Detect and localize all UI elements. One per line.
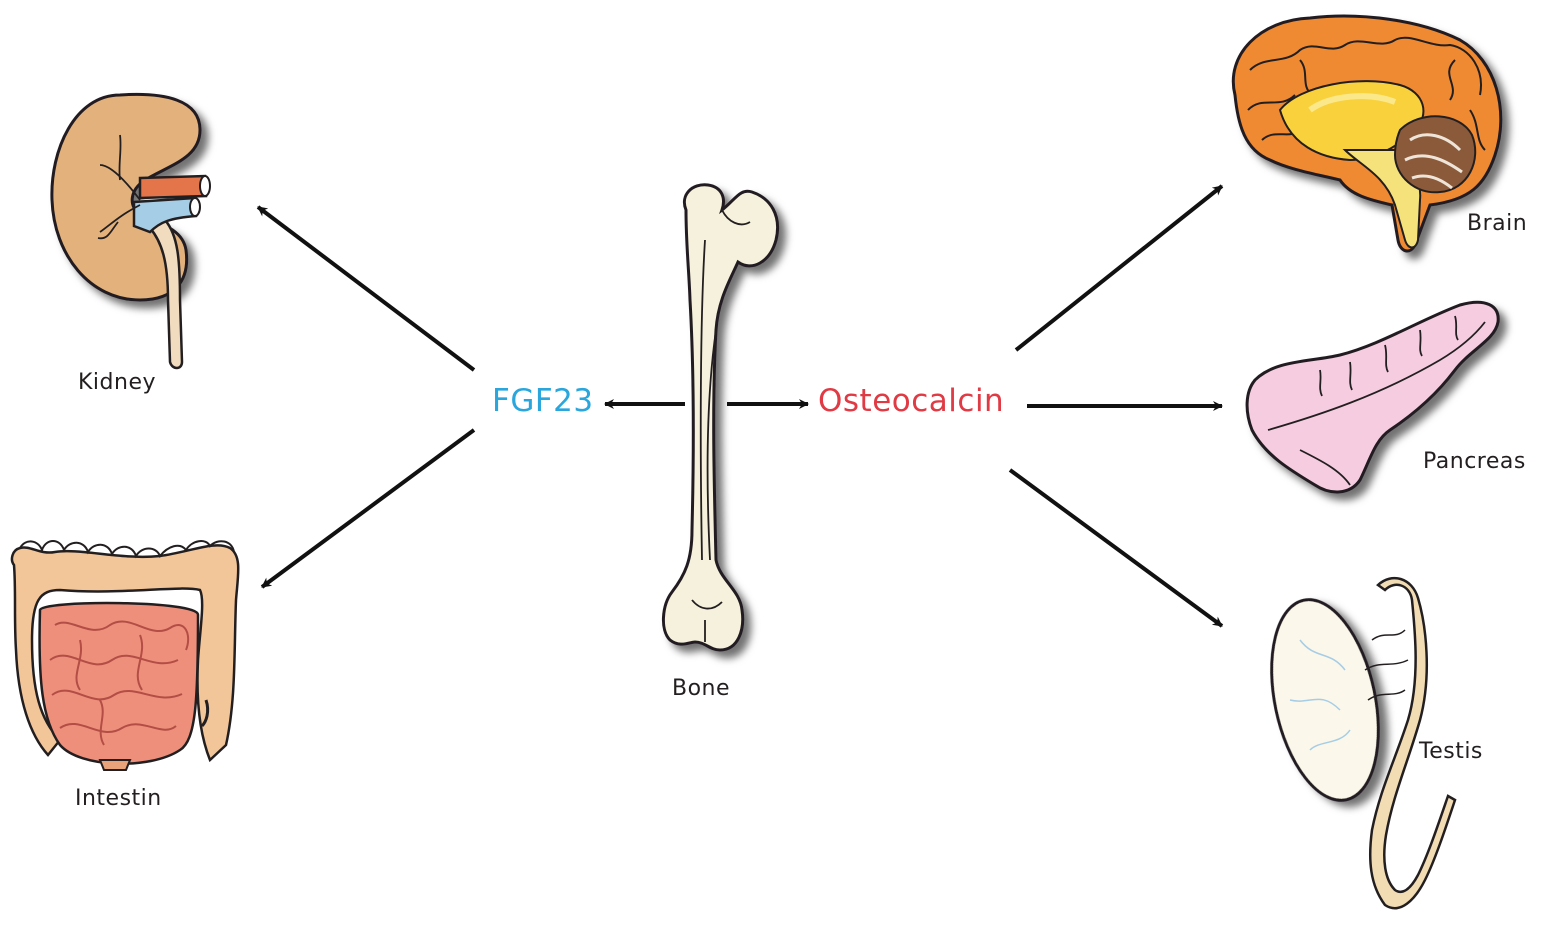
bone-label: Bone	[672, 676, 731, 701]
arrow-osteocalcin-to-brain	[1014, 184, 1224, 352]
brain-label: Brain	[1467, 211, 1528, 236]
testis-illustration	[1270, 576, 1457, 910]
arrow-fgf23-to-intestin	[260, 428, 476, 589]
kidney-illustration	[50, 92, 211, 370]
brain-illustration	[1231, 14, 1503, 253]
bone-illustration	[662, 183, 779, 652]
arrow-fgf23-to-kidney	[256, 205, 476, 372]
testis-label: Testis	[1419, 739, 1483, 764]
pancreas-label: Pancreas	[1423, 449, 1526, 474]
intestine-illustration	[10, 540, 240, 771]
kidney-label: Kidney	[78, 370, 157, 395]
pancreas-illustration	[1245, 300, 1500, 494]
fgf23-label: FGF23	[492, 383, 594, 419]
arrow-osteocalcin-to-testis	[1008, 468, 1224, 628]
arrows	[256, 184, 1224, 628]
osteocalcin-label: Osteocalcin	[818, 383, 1005, 419]
intestin-label: Intestin	[75, 786, 162, 811]
